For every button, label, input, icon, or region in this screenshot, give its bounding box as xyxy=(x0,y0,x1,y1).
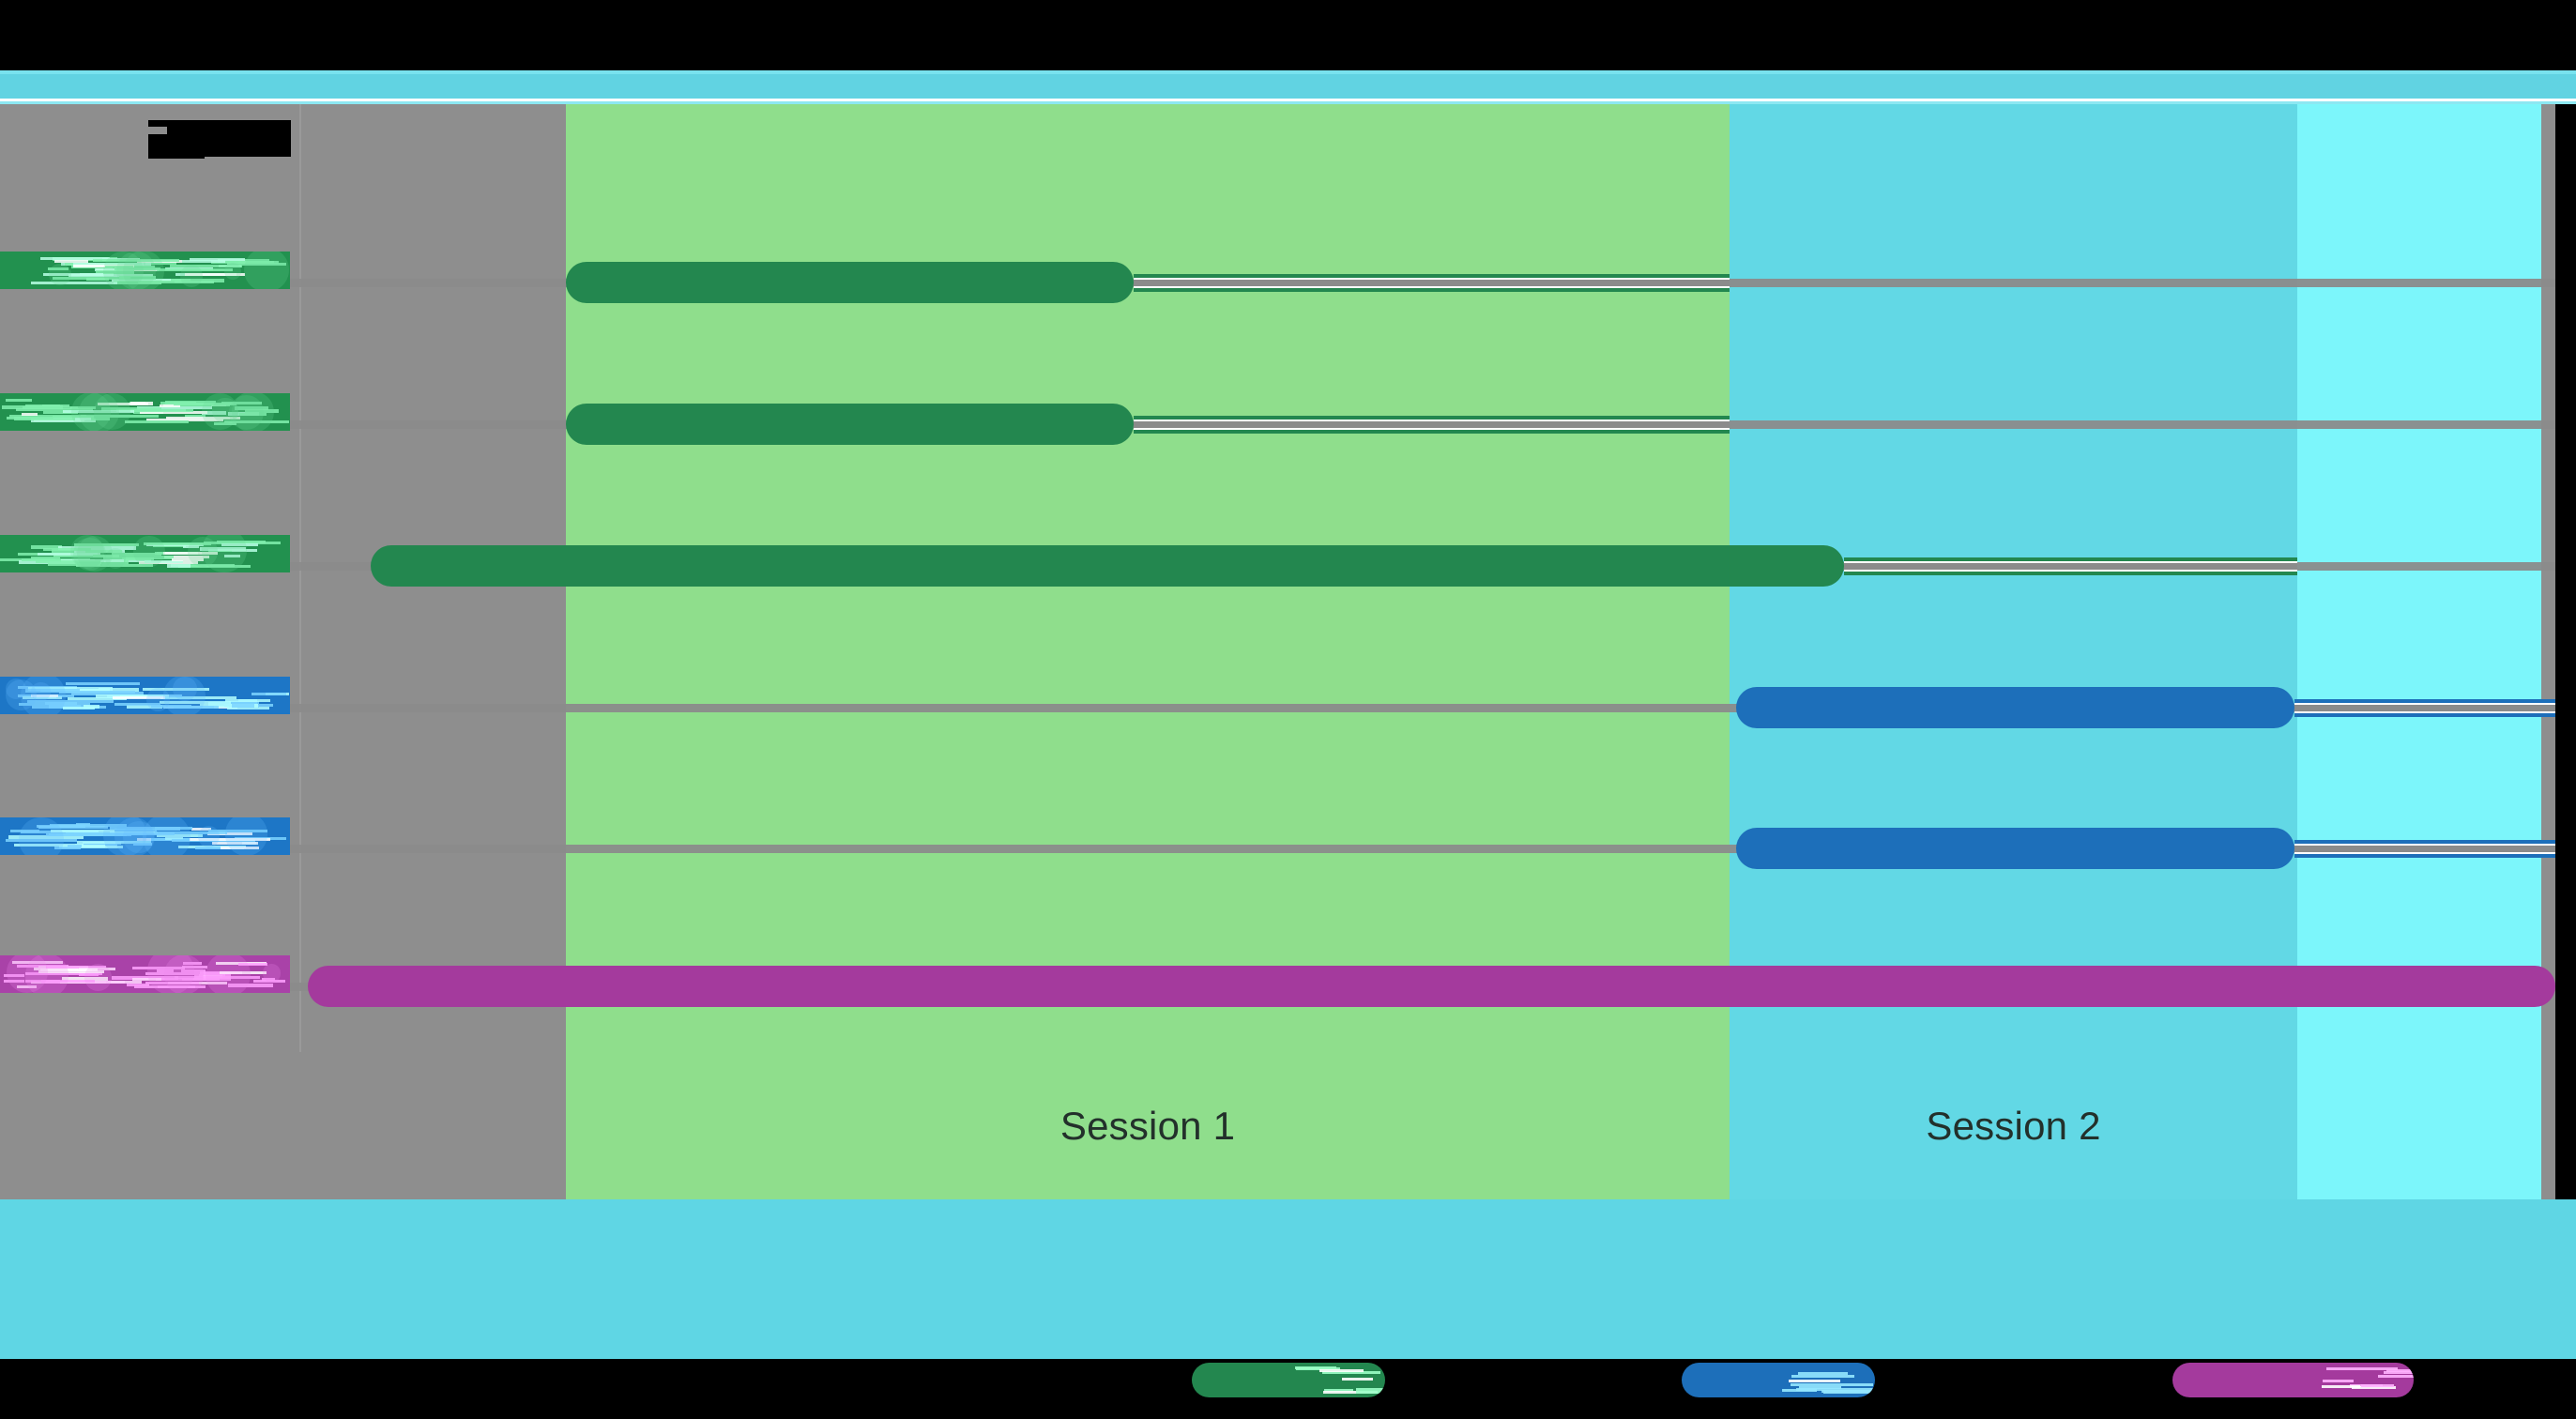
track-edge-bottom xyxy=(1134,287,1730,292)
gantt-task-bar[interactable] xyxy=(566,404,1134,445)
right-gutter xyxy=(2541,104,2555,1199)
top-accent-strip-lower xyxy=(0,101,2576,104)
track-edge-bottom xyxy=(1844,571,2297,575)
session-band-3 xyxy=(2297,104,2541,1199)
track-separator-bottom xyxy=(2294,852,2555,854)
session-1-label: Session 1 xyxy=(1059,1103,1236,1148)
track-separator-bottom xyxy=(1844,570,2297,572)
track-core xyxy=(1134,279,1730,287)
track-separator-bottom xyxy=(2294,711,2555,713)
task-track-continuation xyxy=(2294,840,2555,858)
track-core xyxy=(1844,562,2297,571)
track-separator-top xyxy=(2294,703,2555,705)
legend-swatch xyxy=(1192,1363,1385,1397)
track-edge-top xyxy=(2294,840,2555,845)
label-gutter-divider xyxy=(299,104,301,1052)
track-core xyxy=(2294,704,2555,712)
legend-item[interactable] xyxy=(1192,1359,1385,1419)
session-2-label: Session 2 xyxy=(1926,1103,2101,1148)
gantt-task-bar[interactable] xyxy=(566,262,1134,303)
top-accent-strip-white-rule xyxy=(0,99,2576,101)
row-label-redacted xyxy=(0,677,290,714)
task-track-continuation xyxy=(1134,416,1730,434)
row-label-redacted xyxy=(0,393,290,431)
track-separator-bottom xyxy=(1134,286,1730,288)
gantt-task-bar[interactable] xyxy=(1736,687,2294,728)
track-edge-top xyxy=(2294,699,2555,704)
track-separator-bottom xyxy=(1134,428,1730,430)
row-label-gutter xyxy=(0,104,566,1155)
top-accent-strip-highlight xyxy=(0,70,2576,74)
legend-swatch xyxy=(2172,1363,2414,1397)
track-separator-top xyxy=(1844,561,2297,563)
track-edge-bottom xyxy=(1134,429,1730,434)
gantt-task-bar[interactable] xyxy=(1736,828,2294,869)
chart-title-redacted xyxy=(148,120,291,163)
gantt-plot-area: Session 1 Session 2 xyxy=(0,104,2555,1199)
legend-item[interactable] xyxy=(2172,1359,2414,1419)
legend-swatch xyxy=(1682,1363,1875,1397)
row-gridline xyxy=(0,704,2555,712)
task-track-continuation xyxy=(1844,557,2297,575)
track-separator-top xyxy=(1134,420,1730,421)
row-label-redacted xyxy=(0,535,290,572)
legend-item[interactable] xyxy=(1682,1359,1875,1419)
track-separator-top xyxy=(1134,278,1730,280)
row-gridline xyxy=(0,845,2555,853)
session-footer-1: Session 1 xyxy=(566,1052,1730,1199)
gantt-task-bar[interactable] xyxy=(308,966,2555,1007)
task-track-continuation xyxy=(2294,699,2555,717)
track-core xyxy=(1134,420,1730,429)
track-core xyxy=(2294,845,2555,853)
row-label-redacted xyxy=(0,817,290,855)
track-edge-top xyxy=(1134,274,1730,279)
task-track-continuation xyxy=(1134,274,1730,292)
top-accent-strip xyxy=(0,74,2576,99)
gantt-task-bar[interactable] xyxy=(371,545,1844,587)
row-label-redacted xyxy=(0,252,290,289)
chart-legend xyxy=(0,1359,2576,1419)
row-label-redacted xyxy=(0,955,290,993)
track-edge-top xyxy=(1134,416,1730,420)
track-separator-top xyxy=(2294,844,2555,846)
track-edge-bottom xyxy=(2294,853,2555,858)
track-edge-top xyxy=(1844,557,2297,562)
track-edge-bottom xyxy=(2294,712,2555,717)
session-band-2 xyxy=(1730,104,2297,1199)
bottom-accent-strip xyxy=(0,1199,2576,1359)
session-footer-2: Session 2 xyxy=(1730,1052,2297,1199)
